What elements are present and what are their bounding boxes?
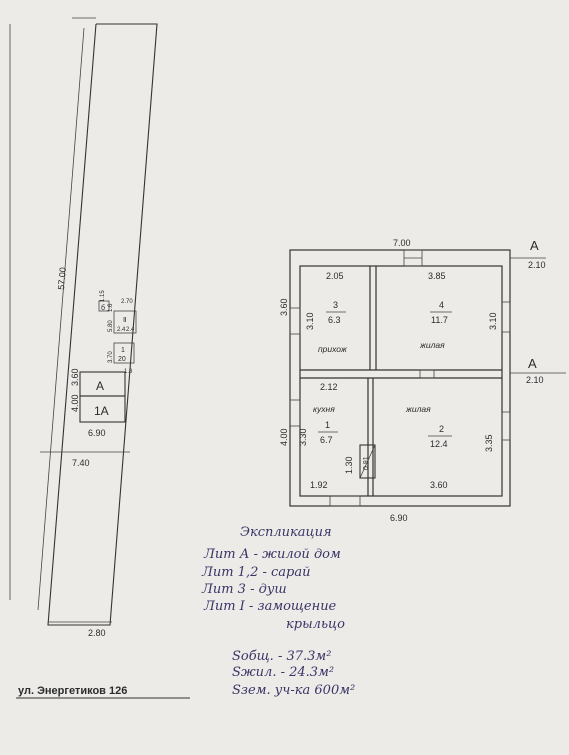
building-depth-dim-1: 3.60 (70, 368, 80, 386)
room-2-area: 12.4 (430, 439, 448, 449)
window-left-upper (289, 307, 301, 335)
room-3-number: 3 (333, 300, 338, 310)
room-4-area: 11.7 (431, 315, 448, 325)
lit-1a-label: 1А (94, 404, 109, 418)
plot-bottom-width-dim: 2.80 (88, 628, 106, 638)
room-4-number: 4 (439, 300, 444, 310)
window-left-lower (289, 399, 301, 427)
explication-title: Экспликация (240, 525, 332, 540)
outbuilding-cell-1: 1 (121, 347, 125, 354)
street-label: ул. Энергетиков 126 (18, 685, 127, 697)
section-dim-mid: 2.10 (526, 375, 544, 385)
area-total: Sобщ. - 37.3м² (232, 649, 331, 664)
outbuilding-dim-7: 3.70 (108, 351, 114, 363)
outbuilding-dim-1: 1.15 (100, 290, 106, 302)
floor-plan: 7.00 6.90 3.60 4.00 А 2.10 А 2.10 2.05 3… (279, 238, 566, 523)
dim-room2-height: 3.35 (484, 434, 494, 452)
outbuilding-block-2 (113, 342, 135, 364)
outbuilding-cell-20: 20 (118, 356, 126, 363)
window-right-upper (501, 301, 511, 333)
dim-stair-width: 0.91 (363, 456, 370, 470)
room-2-number: 2 (439, 424, 444, 434)
door-bottom (329, 495, 361, 507)
explication-line-1: Лит А - жилой дом (203, 547, 341, 562)
area-summary: Sобщ. - 37.3м² Sжил. - 24.3м² Sзем. уч-к… (232, 649, 355, 698)
area-living: Sжил. - 24.3м² (232, 665, 334, 680)
room-2: жилая 2 12.4 (405, 404, 452, 449)
room-4-label: жилая (419, 340, 445, 350)
room-3-area: 6.3 (328, 315, 341, 325)
explication-line-2: Лит 1,2 - сарай (201, 565, 311, 580)
dim-room4-height: 3.10 (488, 312, 498, 330)
dim-top-right-width: 3.85 (428, 271, 446, 281)
outbuilding-dim-3: 2.70 (121, 299, 133, 305)
dim-stair-height: 1.30 (344, 456, 354, 474)
outbuilding-block-1 (113, 310, 137, 334)
dim-top-left-width: 2.05 (326, 271, 344, 281)
dim-bottom-right-width: 3.60 (430, 480, 448, 490)
room-1-number: 1 (325, 420, 330, 430)
left-dim-upper: 3.60 (279, 298, 289, 316)
plot-outline (47, 23, 158, 626)
room-2-label: жилая (405, 404, 431, 414)
explication-line-5: крыльцо (286, 617, 345, 632)
offset-dim: 7.40 (72, 458, 90, 468)
bottom-dim: 6.90 (390, 513, 408, 523)
room-1: кухня 1 6.7 (313, 404, 338, 445)
explication: Экспликация Лит А - жилой дом Лит 1,2 - … (201, 525, 345, 632)
room-3-label: прихож (318, 344, 348, 354)
site-plan: 57.00 2.80 7.40 А 1А 6.90 3.60 4.00 1.15… (9, 17, 190, 699)
house-block-1a (79, 395, 126, 423)
window-right-lower (501, 411, 511, 441)
room-3: 3 6.3 прихож (318, 300, 348, 354)
dim-room3-height: 3.10 (305, 312, 315, 330)
explication-line-4: Лит I - замощение (203, 599, 337, 614)
dim-bottom-left-width: 1.92 (310, 480, 328, 490)
left-dim-lower: 4.00 (279, 428, 289, 446)
outbuilding-dim-5: 2.4 (117, 327, 126, 333)
plot-length-dimension-line (37, 27, 85, 611)
building-width-dim: 6.90 (88, 428, 106, 438)
room-1-area: 6.7 (320, 435, 333, 445)
room-4: 4 11.7 жилая (419, 300, 452, 350)
section-marker-mid: А (528, 356, 537, 371)
plot-length-dim: 57.00 (56, 267, 68, 290)
outbuilding-dim-2: 1.6 (108, 303, 114, 312)
outbuilding-cell-b: б (101, 304, 105, 312)
stair-box (359, 444, 376, 479)
outer-wall-inner (299, 265, 503, 497)
door-middle (419, 369, 435, 379)
outbuilding-dim-6: 2.4 (126, 327, 135, 333)
outbuilding-cell-roman-2: Ⅱ (123, 317, 126, 324)
outer-wall-outer (289, 249, 511, 507)
stair-diagonal (359, 444, 376, 479)
room-1-label: кухня (313, 404, 335, 414)
outbuilding-dim-8: 1.8 (124, 369, 133, 375)
outbuilding-small-cell (98, 300, 110, 312)
top-dim: 7.00 (393, 238, 411, 248)
explication-line-3: Лит 3 - душ (201, 582, 287, 597)
dim-kitchen-height: 3.30 (298, 428, 308, 446)
section-marker-top: А (530, 238, 539, 253)
section-dim-top: 2.10 (528, 260, 546, 270)
building-depth-dim-2: 4.00 (70, 394, 80, 412)
lit-a-label: А (96, 379, 104, 393)
outbuilding-dim-4: 5.80 (108, 320, 114, 332)
dim-mid-width: 2.12 (320, 382, 338, 392)
area-land: Sзем. уч-ка 600м² (232, 683, 355, 698)
